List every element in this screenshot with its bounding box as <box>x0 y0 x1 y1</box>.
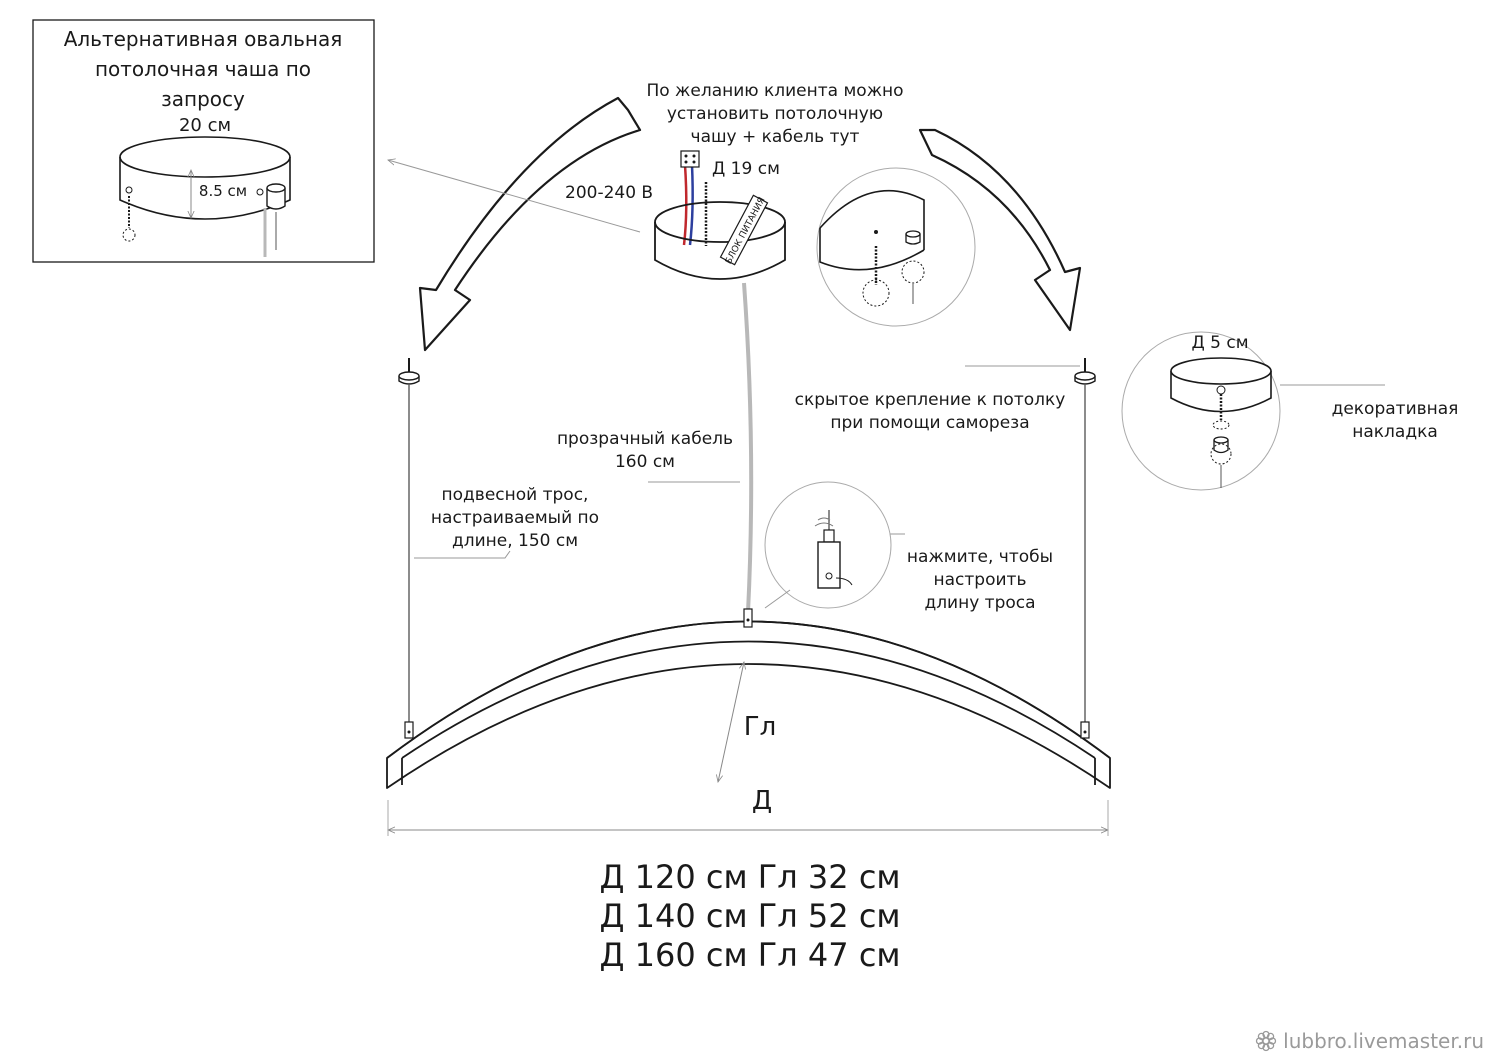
mount-detail-gland <box>905 230 921 245</box>
center-cable-clamp <box>743 608 753 628</box>
inset-title-line: потолочная чаша по <box>94 57 312 81</box>
adjust-detail-body <box>817 541 841 589</box>
top-note-line: чашу + кабель тут <box>690 127 860 147</box>
canopy-diameter-label: Д 19 см <box>712 159 780 179</box>
voltage-label: 200-240 В <box>565 183 654 203</box>
mount-detail-hole <box>874 230 878 234</box>
mount-detail-circle <box>816 167 976 327</box>
small-canopy-washer <box>1212 420 1230 430</box>
wire-leader <box>414 550 511 559</box>
right-ceiling-anchor <box>1074 371 1096 385</box>
inset-oval-canopy <box>119 136 291 220</box>
wire-label-line: длине, 150 см <box>451 531 579 551</box>
small-canopy-dowel <box>1210 443 1232 465</box>
inset-frame <box>32 19 375 263</box>
inset-title-line: Альтернативная овальная <box>63 27 343 51</box>
adjust-press-mark-icon <box>814 517 834 527</box>
canopy-blue-wire <box>688 164 694 246</box>
watermark-text: lubbro.livemaster.ru <box>1283 1029 1484 1053</box>
adjust-detail-curl <box>835 577 853 586</box>
decor-label-line: накладка <box>1352 422 1438 442</box>
hidden-mount-label-line: при помощи самореза <box>830 413 1030 433</box>
mount-detail-canopy <box>819 189 925 271</box>
size-row: Д 160 см Гл 47 см <box>599 936 901 974</box>
depth-symbol: Гл <box>743 712 777 742</box>
cable-label-line: 160 см <box>614 452 676 472</box>
adjust-detail-hole <box>825 572 833 580</box>
top-note-line: установить потолочную <box>666 104 884 124</box>
inset-cable-hole <box>256 188 264 196</box>
right-curved-arrow <box>918 128 1082 332</box>
small-canopy-diameter-label: Д 5 см <box>1191 333 1249 353</box>
watermark: lubbro.livemaster.ru <box>1255 1029 1484 1053</box>
press-label-line: настроить <box>933 570 1027 590</box>
inset-title: Альтернативная овальная потолочная чаша … <box>33 24 373 114</box>
wire-label: подвесной трос, настраиваемый по длине, … <box>410 484 620 553</box>
press-label-line: нажмите, чтобы <box>906 547 1054 567</box>
inset-dowel <box>122 228 136 242</box>
inset-height-label: 8.5 см <box>198 182 248 200</box>
inset-title-line: запросу <box>161 87 245 111</box>
size-row: Д 120 см Гл 32 см <box>599 858 901 896</box>
main-canopy <box>654 201 786 280</box>
decor-label-line: декоративная <box>1331 399 1459 419</box>
diameter-symbol: Д <box>751 786 773 816</box>
mount-detail-screw-dowel <box>862 279 890 307</box>
arc-luminaire <box>386 620 1111 789</box>
adjust-detail-leader <box>764 589 791 609</box>
size-list: Д 120 см Гл 32 см Д 140 см Гл 52 см Д 16… <box>520 858 980 975</box>
inset-screw-hole <box>125 186 133 194</box>
cable-label-line: прозрачный кабель <box>556 429 734 449</box>
power-supply-unit <box>719 194 769 266</box>
inset-cable-gland <box>266 183 286 210</box>
flower-logo-icon <box>1255 1030 1277 1052</box>
small-canopy-detail-circle <box>1121 331 1281 491</box>
left-ceiling-anchor <box>398 371 420 385</box>
cable-label: прозрачный кабель 160 см <box>540 428 750 474</box>
wire-label-line: настраиваемый по <box>430 508 600 528</box>
small-canopy-fixture <box>1213 436 1229 454</box>
hidden-mount-label: скрытое крепление к потолку при помощи с… <box>780 389 1080 435</box>
mount-detail-gland-dowel <box>901 260 925 284</box>
right-wire-clamp <box>1080 721 1090 739</box>
decor-label: декоративная накладка <box>1320 398 1470 444</box>
depth-dimension-line <box>718 662 744 782</box>
size-row: Д 140 см Гл 52 см <box>599 897 901 935</box>
press-label: нажмите, чтобы настроить длину троса <box>890 546 1070 615</box>
inset-leader-line <box>388 160 641 233</box>
psu-label: БЛОК ПИТАНИЯ <box>724 196 768 266</box>
left-wire-clamp <box>404 721 414 739</box>
top-note-line: По желанию клиента можно <box>646 81 904 101</box>
top-note: По желанию клиента можно установить пото… <box>620 80 930 149</box>
hidden-mount-label-line: скрытое крепление к потолку <box>794 390 1066 410</box>
terminal-block-icon <box>680 150 700 168</box>
adjust-detail-cap <box>823 529 835 543</box>
left-curved-arrow <box>418 96 642 352</box>
wire-label-line: подвесной трос, <box>441 485 589 505</box>
small-canopy-detail <box>1170 357 1272 413</box>
inset-width-label: 20 см <box>178 115 232 136</box>
press-label-line: длину троса <box>924 593 1036 613</box>
transparent-cable <box>742 282 754 613</box>
